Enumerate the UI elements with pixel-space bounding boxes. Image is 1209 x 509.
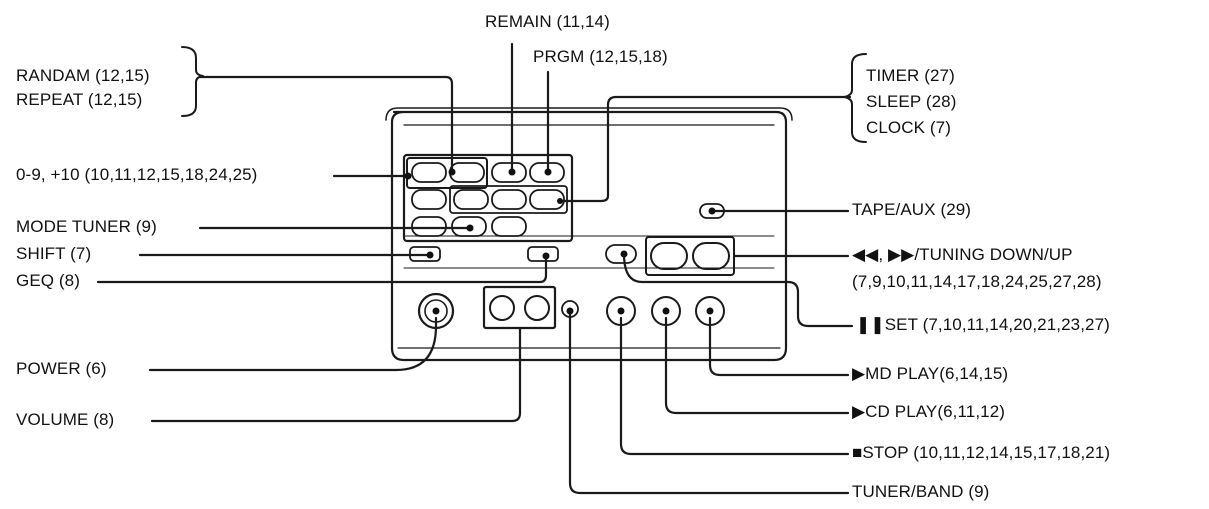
random-key[interactable]: [411, 162, 447, 183]
label-cd-play: ▶CD PLAY(6,11,12): [852, 402, 1006, 421]
timer-keys-frame: [449, 185, 568, 214]
remain-key[interactable]: [491, 162, 527, 183]
label-randam: RANDAM (12,15): [16, 66, 150, 85]
timer-key[interactable]: [453, 189, 489, 210]
tuning-keys-frame: [645, 236, 735, 276]
label-md-play: ▶MD PLAY(6,14,15): [852, 364, 1009, 383]
volume-down-button[interactable]: [489, 295, 515, 321]
set-key[interactable]: [605, 244, 637, 264]
label-timer: TIMER (27): [866, 66, 955, 85]
label-geq: GEQ (8): [16, 271, 80, 290]
label-set: ❚❚SET (7,10,11,14,20,21,23,27): [856, 315, 1110, 334]
geq-key[interactable]: [527, 246, 559, 262]
clock-key[interactable]: [529, 189, 565, 210]
label-tuning-pages: (7,9,10,11,14,17,18,24,25,27,28): [852, 272, 1102, 291]
label-tape-aux: TAPE/AUX (29): [852, 200, 972, 219]
label-sleep: SLEEP (28): [866, 92, 957, 111]
label-tuning: ◀◀, ▶▶/TUNING DOWN/UP: [852, 245, 1073, 264]
numeric-keypad-frame: [402, 153, 574, 243]
label-numeric-keys: 0-9, +10 (10,11,12,15,18,24,25): [16, 165, 258, 184]
mode-tuner-key[interactable]: [451, 216, 487, 237]
label-shift: SHIFT (7): [16, 244, 92, 263]
tuning-down-key[interactable]: [650, 242, 688, 270]
volume-frame: [482, 285, 557, 330]
numeric-key[interactable]: [411, 189, 447, 210]
remote-body: [385, 107, 793, 362]
label-tuner-band: TUNER/BAND (9): [852, 482, 990, 501]
label-stop: ■STOP (10,11,12,14,15,17,18,21): [852, 443, 1111, 462]
label-clock: CLOCK (7): [866, 118, 951, 137]
label-power: POWER (6): [16, 359, 107, 378]
label-mode-tuner: MODE TUNER (9): [16, 217, 157, 236]
volume-up-button[interactable]: [524, 295, 550, 321]
random-repeat-brace: [181, 46, 204, 117]
label-remain: REMAIN (11,14): [485, 12, 610, 31]
label-prgm: PRGM (12,15,18): [533, 47, 668, 66]
label-volume: VOLUME (8): [16, 410, 115, 429]
tuning-up-key[interactable]: [692, 242, 730, 270]
numeric-key[interactable]: [491, 216, 527, 237]
numeric-key[interactable]: [411, 216, 447, 237]
label-repeat: REPEAT (12,15): [16, 90, 143, 109]
connector-dots: [404, 168, 716, 315]
sleep-key[interactable]: [491, 189, 527, 210]
